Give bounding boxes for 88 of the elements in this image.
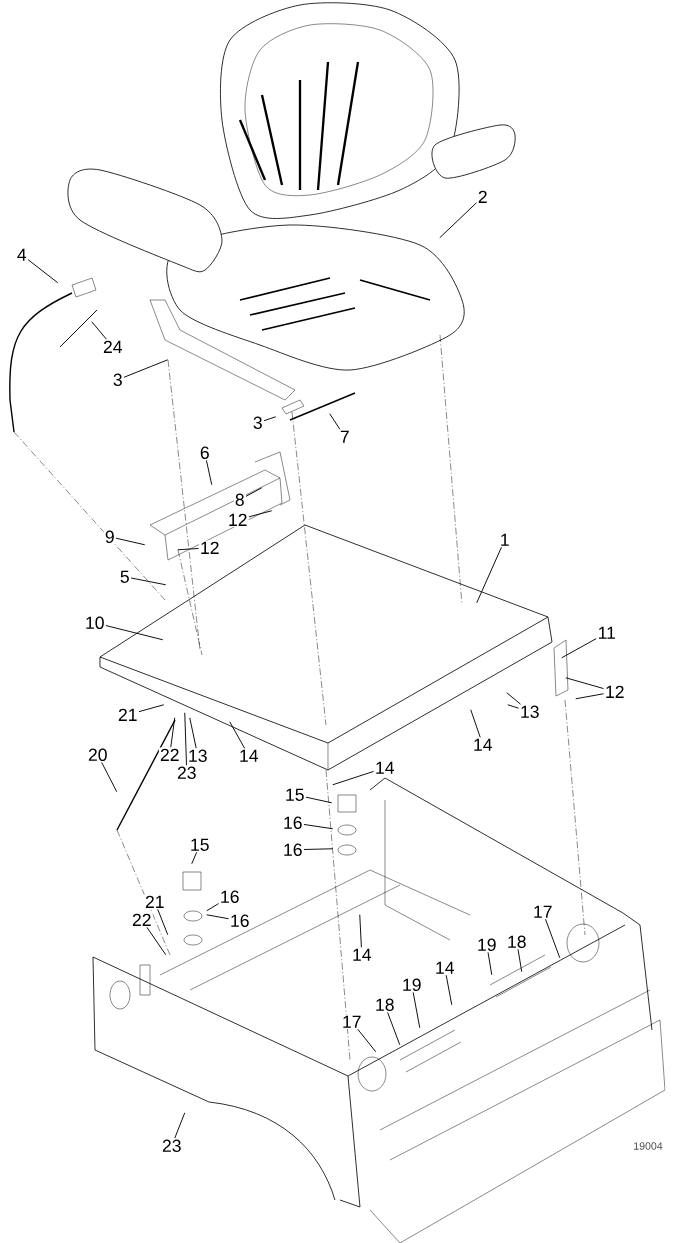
leader-line: [517, 948, 523, 973]
leader-line: [177, 548, 200, 551]
leader-line: [332, 770, 375, 786]
callout-number: 17: [531, 904, 554, 919]
leader-line: [206, 914, 230, 920]
exploded-view-drawing: [9, 2, 666, 1243]
callout-number: 12: [226, 512, 249, 528]
leader-line: [229, 721, 246, 749]
callout-number: 5: [118, 569, 131, 585]
callout-number: 3: [111, 372, 124, 388]
callout-number: 19: [475, 937, 498, 953]
callout-number: 10: [83, 615, 106, 631]
leader-line: [507, 704, 520, 709]
drawing-number: 19004: [634, 1142, 663, 1150]
leader-line: [146, 926, 167, 956]
callout-number: 13: [518, 704, 541, 720]
callout-number: 21: [116, 707, 139, 723]
leader-line: [115, 537, 146, 546]
callout-number: 16: [281, 815, 304, 831]
leader-line: [470, 709, 481, 738]
leader-line: [138, 704, 165, 713]
callout-number: 14: [433, 960, 456, 975]
leader-line: [174, 1112, 186, 1139]
leader-line: [357, 1028, 377, 1053]
callout-number: 14: [237, 748, 260, 763]
leader-line: [170, 717, 176, 748]
callout-number: 18: [373, 997, 396, 1013]
leader-line: [565, 677, 605, 690]
callout-number: 14: [373, 760, 396, 775]
leader-line: [245, 487, 263, 497]
callout-number: 24: [101, 339, 124, 355]
callout-number: 16: [281, 842, 304, 858]
leader-line: [305, 796, 333, 804]
callout-number: 22: [130, 912, 153, 928]
callout-number: 14: [350, 947, 373, 962]
leader-line: [545, 918, 561, 959]
leader-line: [157, 908, 169, 936]
callout-number: 12: [198, 540, 221, 556]
callout-number: 4: [15, 247, 28, 262]
callout-number: 12: [603, 684, 626, 700]
callout-number: 11: [596, 625, 618, 640]
leader-line: [359, 914, 362, 948]
callout-number: 20: [86, 747, 109, 763]
leader-line: [412, 991, 421, 1029]
callout-number: 6: [198, 445, 211, 461]
callout-number: 23: [160, 1138, 183, 1154]
callout-number: 16: [218, 889, 241, 905]
leader-line: [248, 510, 273, 518]
callout-number: 22: [158, 747, 181, 763]
leader-line: [445, 974, 453, 1006]
leader-line: [329, 413, 341, 430]
callout-number: 17: [340, 1014, 363, 1029]
leader-line: [387, 1011, 401, 1046]
leader-line: [184, 712, 187, 766]
callout-number: 7: [338, 429, 351, 444]
callout-number: 19: [400, 977, 423, 993]
callout-number: 2: [476, 189, 489, 205]
leader-line: [506, 692, 521, 705]
leader-line: [105, 625, 164, 641]
callout-number: 23: [175, 765, 198, 781]
leader-line: [439, 202, 477, 239]
leader-line: [59, 309, 107, 348]
leader-line: [191, 851, 198, 865]
leader-line: [101, 761, 118, 793]
callout-number: 15: [283, 787, 306, 803]
leader-line: [303, 823, 334, 830]
callout-number: 9: [103, 529, 116, 545]
leader-line: [575, 693, 605, 700]
callout-number: 13: [186, 748, 209, 764]
leader-line: [206, 903, 220, 912]
callout-number: 16: [228, 913, 251, 929]
callout-number: 15: [188, 837, 211, 853]
callout-number: 18: [505, 934, 528, 950]
callout-number: 14: [471, 737, 494, 752]
leader-line: [123, 359, 169, 378]
leader-line: [205, 459, 213, 486]
callout-number: 21: [143, 894, 166, 910]
leader-line: [130, 577, 167, 586]
leader-line: [487, 951, 493, 976]
leader-line: [303, 848, 334, 850]
leader-line: [476, 546, 502, 604]
leader-line: [561, 638, 597, 659]
callout-number: 3: [251, 415, 264, 431]
callout-number: 1: [498, 532, 511, 547]
leader-line: [263, 416, 277, 422]
callout-number: 8: [233, 492, 246, 508]
leader-line: [27, 259, 59, 284]
leader-line: [189, 717, 197, 749]
